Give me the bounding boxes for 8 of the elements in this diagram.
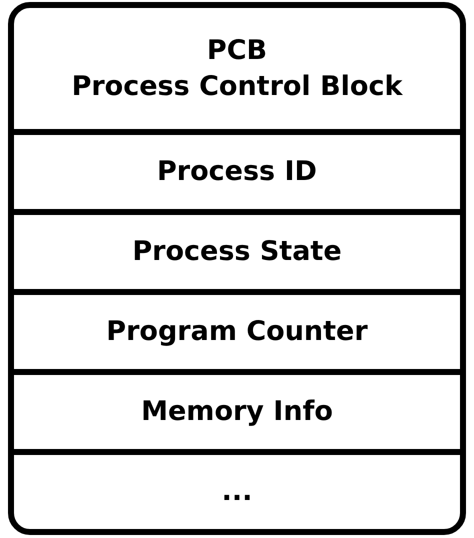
field-label: Memory Info [141,395,333,429]
field-label: Program Counter [106,315,368,349]
field-label: Process State [132,235,342,269]
field-label: Process Control Block [72,70,402,104]
title-text: PCB [206,34,268,68]
field-label: ... [222,475,252,509]
field-label: Process ID [157,155,317,189]
table-frame [8,2,466,535]
